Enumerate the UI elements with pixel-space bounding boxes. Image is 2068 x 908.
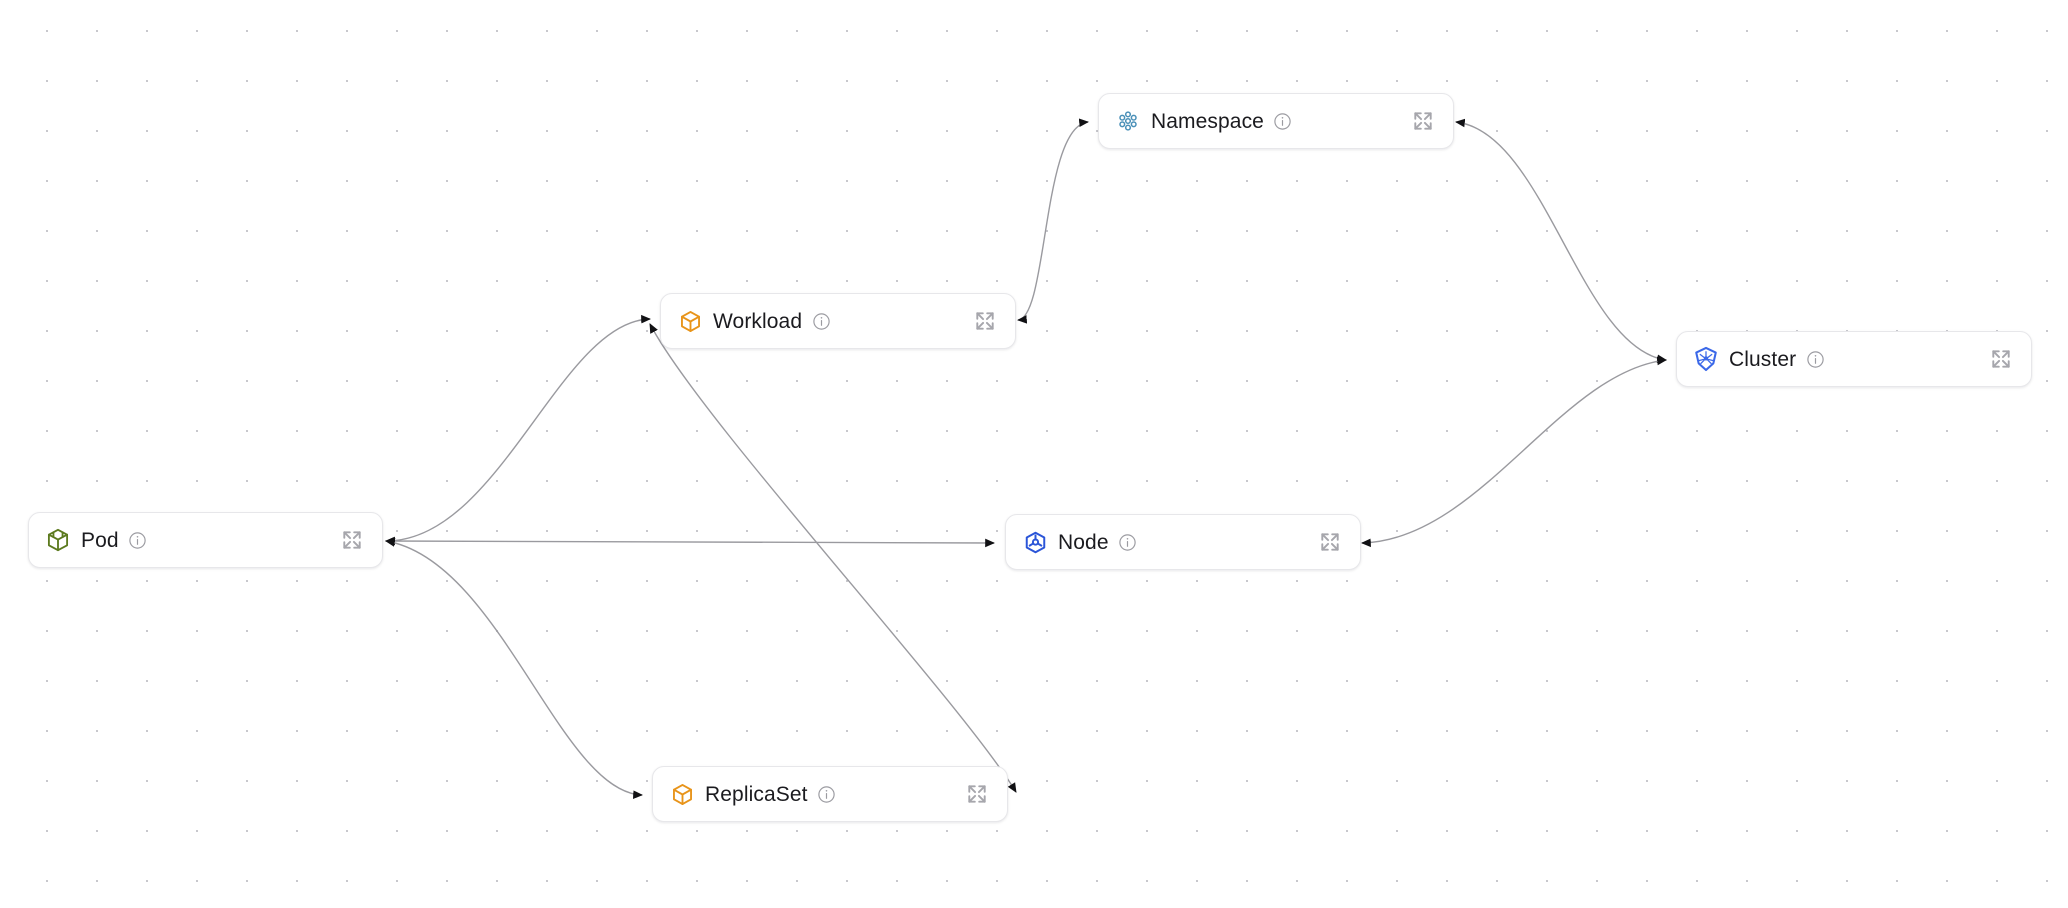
graph-node-workload[interactable]: Workload <box>660 293 1016 349</box>
edges-group <box>385 118 1667 799</box>
edge-pod-to-replicaset[interactable] <box>385 538 643 799</box>
edge-pod-to-node[interactable] <box>385 536 995 548</box>
workload-cube-icon <box>677 308 703 334</box>
edge-pod-to-workload[interactable] <box>385 314 651 546</box>
node-label-node: Node <box>1058 530 1109 554</box>
info-icon[interactable] <box>1273 111 1293 131</box>
expand-icon[interactable] <box>1318 530 1342 554</box>
edge-workload-to-namespace[interactable] <box>1017 118 1089 324</box>
node-label-replicaset: ReplicaSet <box>705 782 808 806</box>
info-icon[interactable] <box>128 530 148 550</box>
node-label-pod: Pod <box>81 528 119 552</box>
expand-icon[interactable] <box>1989 347 2013 371</box>
graph-node-replicaset[interactable]: ReplicaSet <box>652 766 1008 822</box>
edge-workload-to-replicaset[interactable] <box>649 323 1017 793</box>
expand-icon[interactable] <box>1411 109 1435 133</box>
expand-icon[interactable] <box>973 309 997 333</box>
info-icon[interactable] <box>1118 532 1138 552</box>
expand-icon[interactable] <box>340 528 364 552</box>
pod-box-icon <box>45 527 71 553</box>
namespace-cluster-icon <box>1115 108 1141 134</box>
node-label-workload: Workload <box>713 309 803 333</box>
edge-namespace-to-cluster[interactable] <box>1455 118 1667 364</box>
graph-node-node[interactable]: Node <box>1005 514 1361 570</box>
graph-node-namespace[interactable]: Namespace <box>1098 93 1454 149</box>
graph-node-cluster[interactable]: Cluster <box>1676 331 2032 387</box>
info-icon[interactable] <box>817 784 837 804</box>
expand-icon[interactable] <box>965 782 989 806</box>
node-label-cluster: Cluster <box>1729 347 1797 371</box>
edge-node-to-cluster[interactable] <box>1361 356 1667 548</box>
graph-node-pod[interactable]: Pod <box>28 512 383 568</box>
info-icon[interactable] <box>811 311 831 331</box>
node-label-namespace: Namespace <box>1151 109 1264 133</box>
replicaset-cube-icon <box>669 781 695 807</box>
node-cube-icon <box>1022 529 1048 555</box>
info-icon[interactable] <box>1805 349 1825 369</box>
kubernetes-logo-icon <box>1693 346 1719 372</box>
